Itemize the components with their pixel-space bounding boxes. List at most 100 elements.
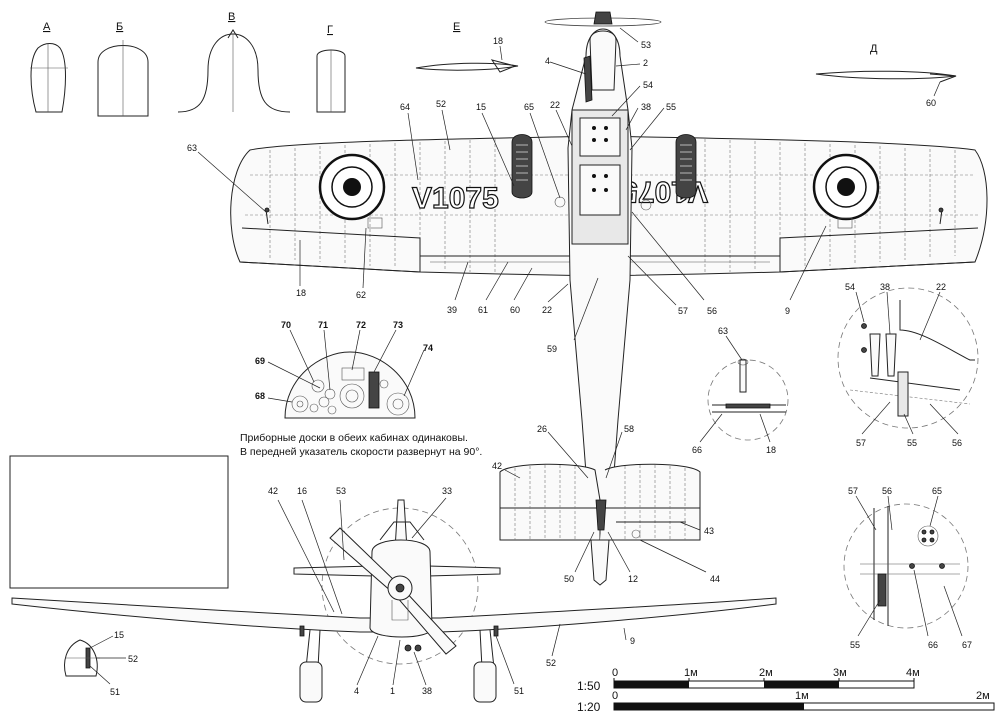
caption-line-1: Приборные доски в обеих кабинах одинаков… — [240, 432, 468, 444]
instrument-panel: 70 71 72 73 74 69 68 — [255, 320, 433, 419]
callout-57-detail: 57 — [856, 438, 866, 448]
callout-12: 12 — [628, 574, 638, 584]
section-d-label: Д — [870, 43, 878, 55]
section-a-label: А — [43, 21, 51, 33]
callout-15-detail: 15 — [114, 630, 124, 640]
callout-57-plan: 57 — [678, 306, 688, 316]
callout-61: 61 — [478, 305, 488, 315]
right-fitting — [837, 217, 853, 229]
section-g: Г — [316, 24, 346, 113]
section-b: Б — [97, 21, 149, 117]
callout-63: 63 — [187, 143, 197, 153]
left-roundel — [318, 153, 386, 221]
scale-bars: 1:50 0 1м 2м 3м 4м 1:20 0 1м 2м — [577, 667, 995, 714]
callout-26: 26 — [537, 424, 547, 434]
callout-38-front: 38 — [422, 686, 432, 696]
left-radiator — [511, 134, 533, 199]
callout-22-lower: 22 — [542, 305, 552, 315]
cockpit-rivets — [592, 126, 608, 192]
callout-4-plan: 4 — [545, 56, 550, 66]
callout-55-detail: 55 — [907, 438, 917, 448]
detail-circle-1: 54 38 22 57 55 56 — [837, 282, 979, 448]
callout-33: 33 — [442, 486, 452, 496]
callout-56-detail: 56 — [952, 438, 962, 448]
callout-73: 73 — [393, 320, 403, 330]
callout-2: 2 — [643, 58, 648, 68]
callout-44: 44 — [710, 574, 720, 584]
detail-circle-2: 63 66 18 — [692, 326, 789, 455]
scale-top-tick-3: 3м — [833, 667, 847, 679]
callout-66-detail1: 66 — [692, 445, 702, 455]
scale-top-label: 1:50 — [577, 679, 601, 693]
scale-top-tick-0: 0 — [612, 667, 618, 679]
callout-9-plan: 9 — [785, 306, 790, 316]
callout-38-plan: 38 — [641, 102, 651, 112]
callout-52-plan: 52 — [436, 99, 446, 109]
callout-22-plan: 22 — [550, 100, 560, 110]
callout-55-detail3: 55 — [850, 640, 860, 650]
callout-57-detail3: 57 — [848, 486, 858, 496]
callout-70: 70 — [281, 320, 291, 330]
right-radiator — [675, 134, 697, 199]
callout-68: 68 — [255, 391, 265, 401]
callout-72: 72 — [356, 320, 366, 330]
section-b-label: Б — [116, 21, 123, 33]
front-cockpit — [579, 117, 621, 157]
section-e-label: Е — [453, 21, 460, 33]
section-v: В — [177, 11, 291, 113]
callout-55-plan: 55 — [666, 102, 676, 112]
section-e: Е 18 — [415, 21, 519, 73]
registration-left: V1075 — [412, 182, 499, 215]
callout-71: 71 — [318, 320, 328, 330]
callout-39: 39 — [447, 305, 457, 315]
rear-cockpit — [579, 164, 621, 216]
callout-54-detail: 54 — [845, 282, 855, 292]
callout-51-detail: 51 — [110, 687, 120, 697]
scale-bottom-label: 1:20 — [577, 700, 601, 714]
section-a: А — [30, 21, 68, 113]
callout-18-section: 18 — [493, 36, 503, 46]
callout-43: 43 — [704, 526, 714, 536]
callout-18-detail: 18 — [766, 445, 776, 455]
callout-42-front: 42 — [268, 486, 278, 496]
propeller-disc — [321, 507, 479, 665]
caption-line-2: В передней указатель скорости развернут … — [240, 446, 482, 458]
plan-view: V1075 V1075 — [230, 11, 988, 586]
section-d: Д 60 — [815, 43, 957, 108]
callout-56-detail3: 56 — [882, 486, 892, 496]
section-v-label: В — [228, 11, 235, 23]
callout-58: 58 — [624, 424, 634, 434]
callout-64: 64 — [400, 102, 410, 112]
wingtip-detail: 15 52 51 — [64, 630, 138, 697]
callout-59: 59 — [547, 344, 557, 354]
callout-53-front: 53 — [336, 486, 346, 496]
callout-56-plan: 56 — [707, 306, 717, 316]
callout-50: 50 — [564, 574, 574, 584]
callout-65-plan: 65 — [524, 102, 534, 112]
callout-63-detail: 63 — [718, 326, 728, 336]
callout-16: 16 — [297, 486, 307, 496]
callout-67: 67 — [962, 640, 972, 650]
scale-top-tick-2: 2м — [759, 667, 773, 679]
callout-60-section: 60 — [926, 98, 936, 108]
scale-bottom-tick-2: 2м — [976, 690, 990, 702]
blank-frame — [9, 455, 229, 589]
callout-60-plan: 60 — [510, 305, 520, 315]
scale-bottom-tick-1: 1м — [795, 690, 809, 702]
callout-66-detail3: 66 — [928, 640, 938, 650]
front-view: 42 16 53 33 4 1 38 51 52 9 — [11, 486, 777, 703]
callout-52-detail: 52 — [128, 654, 138, 664]
callout-54-plan: 54 — [643, 80, 653, 90]
detail-circle-3: 57 56 65 55 66 67 — [843, 486, 972, 650]
callout-74: 74 — [423, 343, 433, 353]
callout-53-plan: 53 — [641, 40, 651, 50]
callout-65-detail: 65 — [932, 486, 942, 496]
callout-38-detail: 38 — [880, 282, 890, 292]
callout-62: 62 — [356, 290, 366, 300]
right-roundel — [812, 153, 880, 221]
right-aileron — [779, 227, 979, 273]
callout-4-front: 4 — [354, 686, 359, 696]
callout-69: 69 — [255, 356, 265, 366]
callout-51-front: 51 — [514, 686, 524, 696]
